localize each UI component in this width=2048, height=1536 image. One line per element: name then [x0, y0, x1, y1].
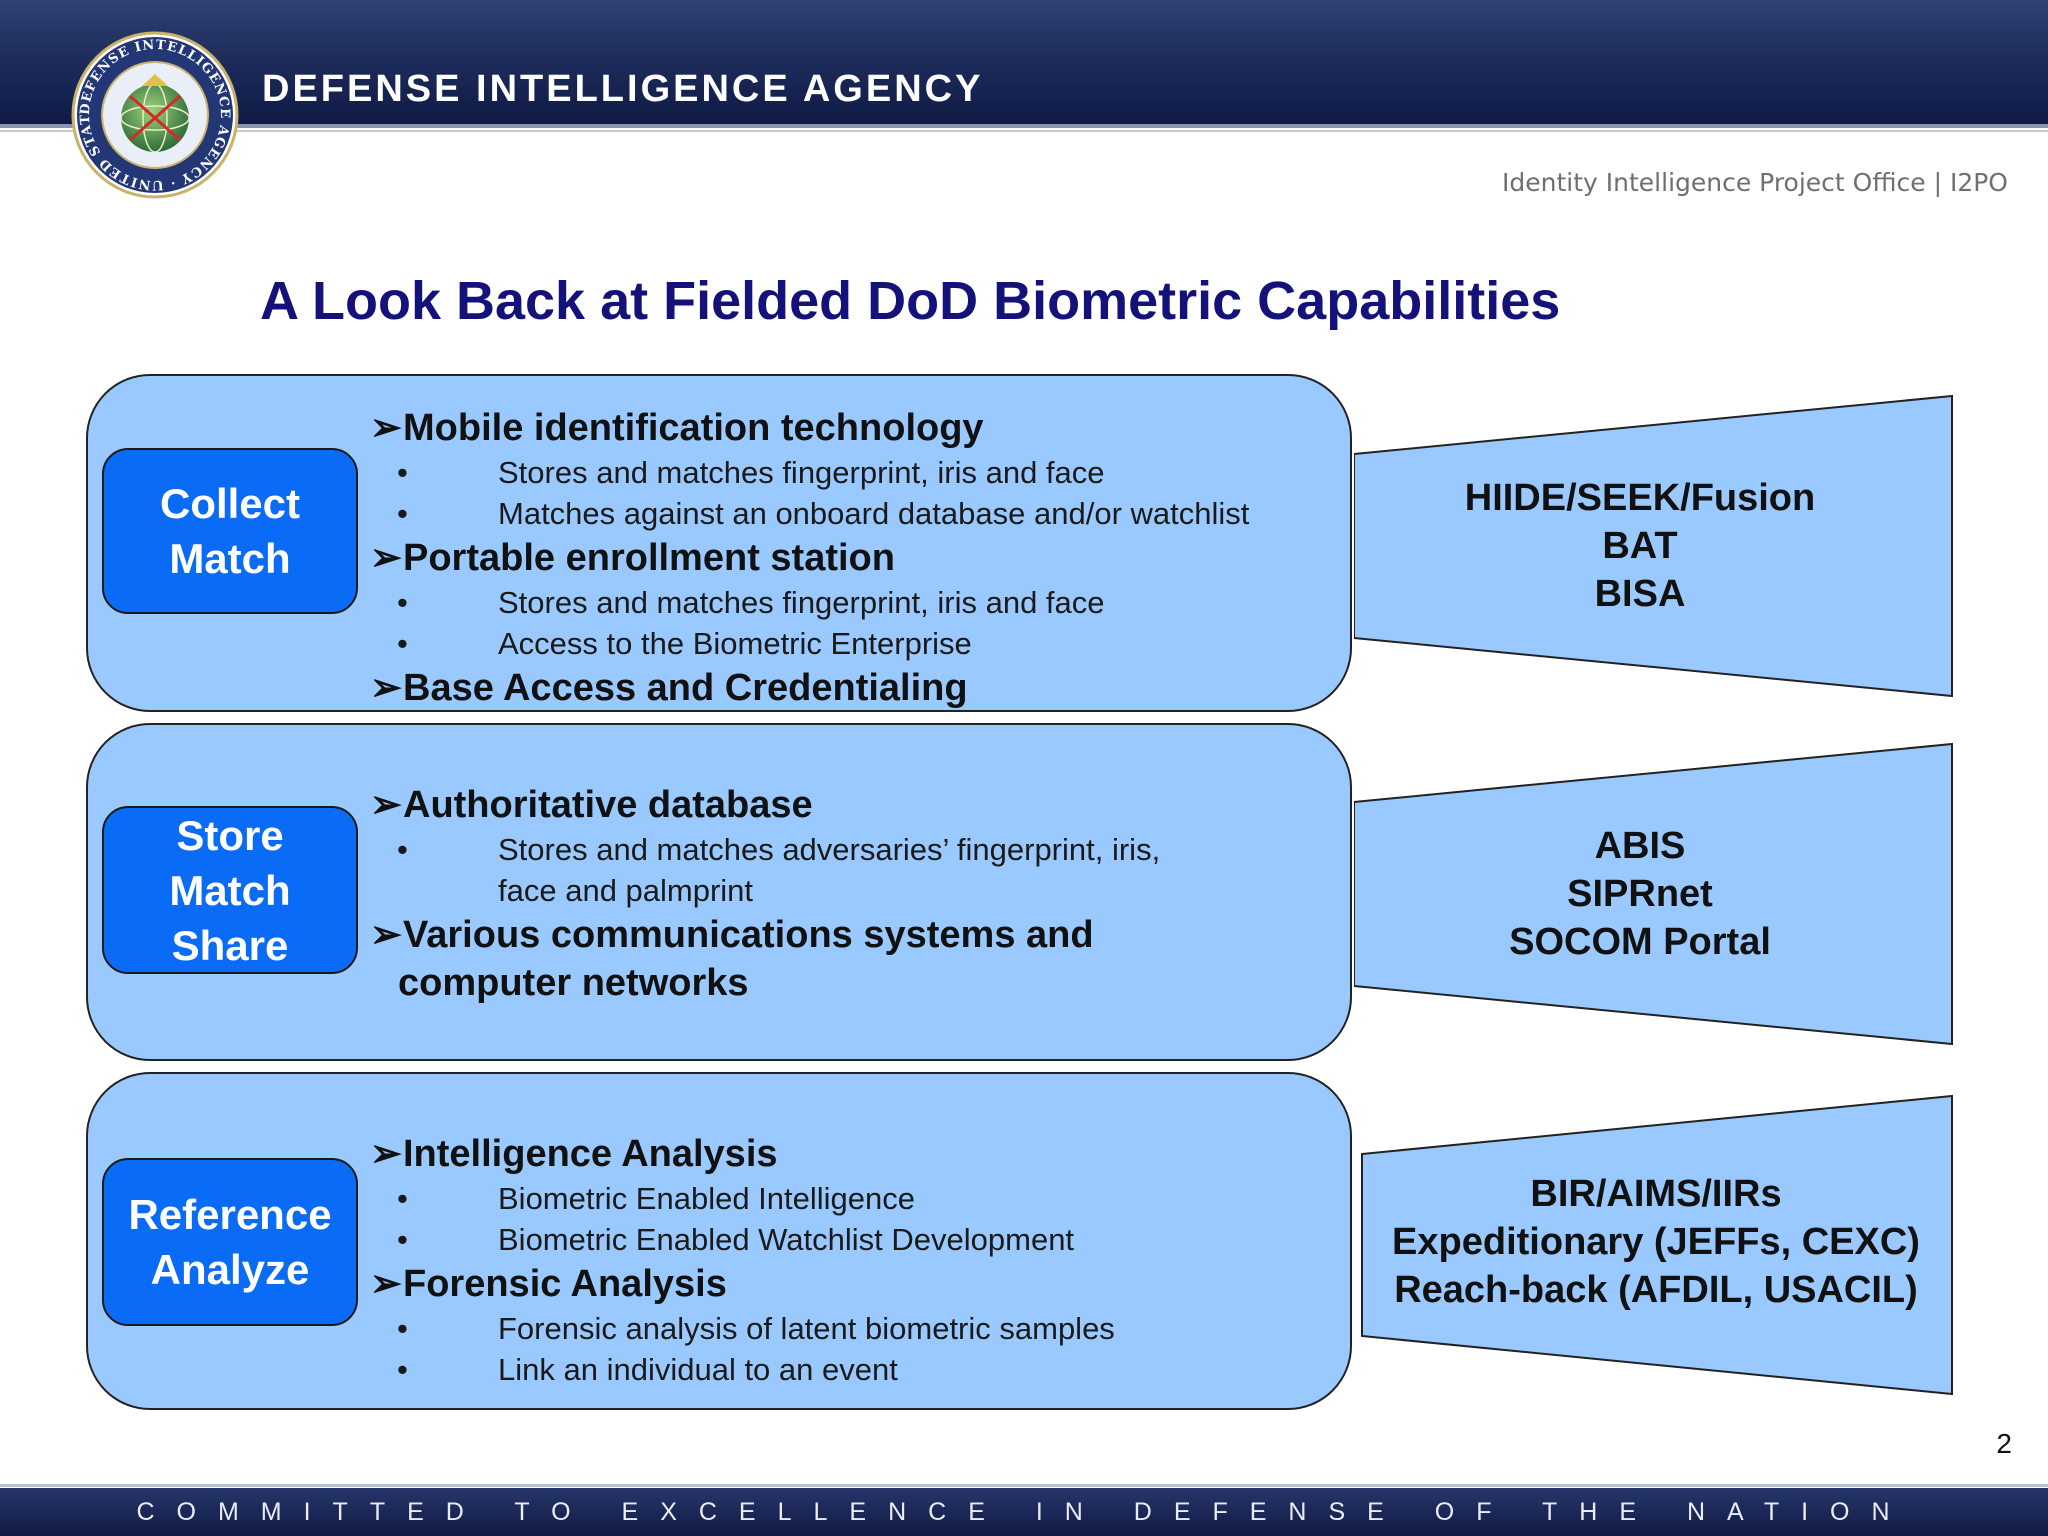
bullet-item: • Access to the Biometric Enterprise: [370, 623, 1350, 664]
office-name: Identity Intelligence Project Office | I…: [1502, 168, 2008, 197]
systems-list-3: BIR/AIMS/IIRs Expeditionary (JEFFs, CEXC…: [1392, 1173, 1920, 1311]
round-bullet-icon: •: [397, 1311, 408, 1346]
arrowhead-bullet-icon: ➢: [370, 667, 402, 709]
round-bullet-icon: •: [397, 455, 408, 490]
arrowhead-bullet-icon: ➢: [370, 784, 402, 826]
bullet-item: • Biometric Enabled Intelligence: [370, 1178, 1350, 1219]
content-reference-analyze: ➢ Intelligence Analysis • Biometric Enab…: [370, 1130, 1350, 1390]
round-bullet-icon: •: [397, 1352, 408, 1387]
label-line: Store: [176, 811, 284, 859]
arrowhead-bullet-icon: ➢: [370, 407, 402, 449]
heading-item: ➢ Intelligence Analysis: [370, 1130, 1350, 1178]
bullet-item: • Link an individual to an event: [370, 1349, 1350, 1390]
systems-trapezoid-3: [1361, 1094, 1953, 1396]
label-reference-analyze: Reference Analyze: [102, 1158, 358, 1326]
header-divider: [0, 124, 2048, 128]
label-collect-match: Collect Match: [102, 448, 358, 614]
bullet-item: • Stores and matches fingerprint, iris a…: [370, 452, 1350, 493]
label-line: Share: [171, 921, 289, 969]
page-title: A Look Back at Fielded DoD Biometric Cap…: [260, 271, 1561, 331]
page-number: 2: [1996, 1428, 2012, 1459]
label-line: Reference: [128, 1191, 332, 1238]
footer-motto: COMMITTED TO EXCELLENCE IN DEFENSE OF TH…: [136, 1498, 1912, 1526]
heading-item: ➢ Mobile identification technology: [370, 404, 1350, 452]
label-line: Match: [169, 866, 291, 914]
heading-item: ➢ Forensic Analysis: [370, 1260, 1350, 1308]
heading-item: ➢ Various communications systems and com…: [370, 911, 1350, 1007]
systems-list-2: ABIS SIPRnet SOCOM Portal: [1509, 825, 1771, 963]
header-bar: [0, 0, 2048, 124]
systems-list-1: HIIDE/SEEK/Fusion BAT BISA: [1464, 477, 1816, 615]
round-bullet-icon: •: [397, 832, 408, 867]
label-line: Collect: [159, 480, 301, 527]
agency-seal-icon: DEFENSE INTELLIGENCE AGENCY · UNITED STA…: [70, 30, 239, 199]
bullet-item: • Forensic analysis of latent biometric …: [370, 1308, 1350, 1349]
arrowhead-bullet-icon: ➢: [370, 537, 402, 579]
round-bullet-icon: •: [397, 1222, 408, 1257]
header-divider-thin: [0, 130, 2048, 132]
round-bullet-icon: •: [397, 1181, 408, 1216]
label-store-match-share: Store Match Share: [102, 806, 358, 974]
content-store-match-share: ➢ Authoritative database • Stores and ma…: [370, 781, 1350, 1007]
footer-bar: [0, 1488, 2048, 1536]
arrowhead-bullet-icon: ➢: [370, 914, 402, 956]
heading-item: ➢ Authoritative database: [370, 781, 1350, 829]
arrowhead-bullet-icon: ➢: [370, 1133, 402, 1175]
round-bullet-icon: •: [397, 585, 408, 620]
arrowhead-bullet-icon: ➢: [370, 1263, 402, 1305]
heading-item: ➢ Portable enrollment station: [370, 534, 1350, 582]
round-bullet-icon: •: [397, 496, 408, 531]
bullet-item: • Stores and matches adversaries’ finger…: [370, 829, 1350, 911]
bullet-item: • Biometric Enabled Watchlist Developmen…: [370, 1219, 1350, 1260]
label-line: Analyze: [150, 1246, 310, 1293]
label-line: Match: [169, 535, 291, 582]
systems-trapezoid-1: [1354, 394, 1953, 698]
bullet-item: • Matches against an onboard database an…: [370, 493, 1350, 534]
content-collect-match: ➢ Mobile identification technology • Sto…: [370, 404, 1350, 712]
footer-divider: [0, 1484, 2048, 1487]
heading-item: ➢ Base Access and Credentialing: [370, 664, 1350, 712]
systems-trapezoid-2: [1354, 742, 1953, 1046]
round-bullet-icon: •: [397, 626, 408, 661]
agency-name: DEFENSE INTELLIGENCE AGENCY: [262, 68, 984, 110]
bullet-item: • Stores and matches fingerprint, iris a…: [370, 582, 1350, 623]
